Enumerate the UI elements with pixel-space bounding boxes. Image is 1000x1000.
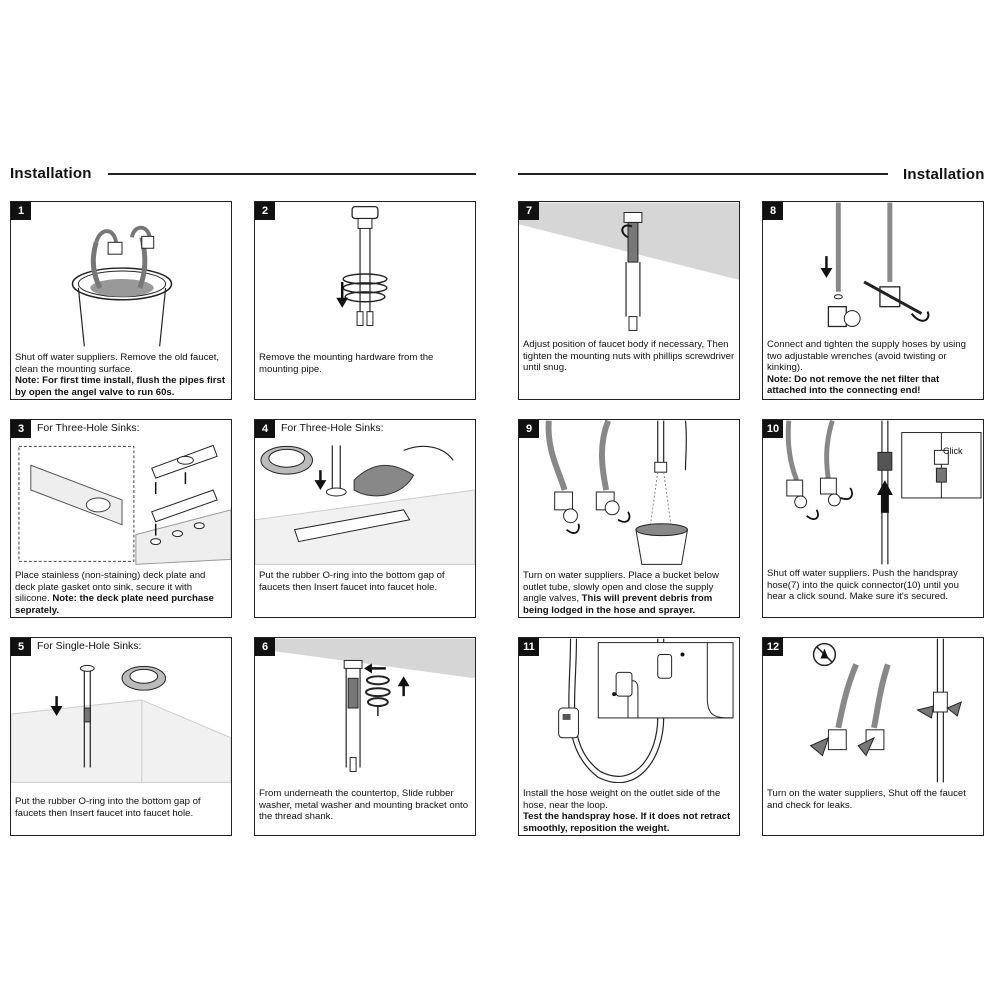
step-5-subtitle: For Single-Hole Sinks: (37, 640, 142, 652)
step-10-illustration (763, 420, 983, 565)
step-10-panel: 10 Click Shut off water suppliers. Push … (762, 419, 984, 618)
step-7-illustration (519, 202, 739, 337)
step-6-caption: From underneath the countertop, Slide ru… (259, 788, 472, 823)
step-11-caption: Install the hose weight on the outlet si… (523, 788, 736, 834)
step-11-illustration (519, 638, 739, 783)
step-4-subtitle: For Three-Hole Sinks: (281, 422, 384, 434)
step-10-text: Shut off water suppliers. Push the hands… (767, 568, 959, 603)
step-6-illustration (255, 638, 475, 783)
step-8-illustration (763, 202, 983, 337)
step-2-caption: Remove the mounting hardware from the mo… (259, 352, 472, 375)
step-10-number: 10 (763, 420, 783, 438)
step-1-text: Shut off water suppliers. Remove the old… (15, 352, 220, 375)
step-2-text: Remove the mounting hardware from the mo… (259, 352, 434, 375)
step-4-text: Put the rubber O-ring into the bottom ga… (259, 570, 445, 593)
step-4-number: 4 (255, 420, 275, 438)
step-11-text: Install the hose weight on the outlet si… (523, 788, 721, 811)
step-5-caption: Put the rubber O-ring into the bottom ga… (15, 796, 228, 819)
left-header-title: Installation (10, 165, 92, 182)
step-7-number: 7 (519, 202, 539, 220)
step-1-number: 1 (11, 202, 31, 220)
step-1-caption: Shut off water suppliers. Remove the old… (15, 352, 228, 398)
step-11-note: Test the handspray hose. If it does not … (523, 811, 731, 834)
step-10-caption: Shut off water suppliers. Push the hands… (767, 568, 980, 603)
step-5-number: 5 (11, 638, 31, 656)
step-9-number: 9 (519, 420, 539, 438)
step-12-panel: 12 Turn on the water suppliers, Shut off… (762, 637, 984, 836)
step-3-caption: Place stainless (non-staining) deck plat… (15, 570, 228, 616)
step-7-caption: Adjust position of faucet body if necess… (523, 339, 736, 374)
step-6-number: 6 (255, 638, 275, 656)
right-header-title: Installation (903, 166, 985, 183)
step-1-panel: 1 Shut off water suppliers. Remove the o… (10, 201, 232, 400)
step-8-note: Note: Do not remove the net filter that … (767, 373, 940, 397)
step-5-illustration (11, 638, 231, 783)
right-header-rule (518, 173, 888, 175)
step-9-caption: Turn on water suppliers. Place a bucket … (523, 570, 736, 616)
step-3-subtitle: For Three-Hole Sinks: (37, 422, 140, 434)
step-9-illustration (519, 420, 739, 565)
step-3-text: Place stainless (non-staining) deck plat… (15, 570, 206, 605)
step-11-number: 11 (519, 638, 539, 656)
step-6-panel: 6 From underneath the countertop, Slide … (254, 637, 476, 836)
click-callout-label: Click (943, 446, 963, 456)
step-9-text: Turn on water suppliers. Place a bucket … (523, 570, 719, 605)
step-12-number: 12 (763, 638, 783, 656)
step-2-illustration (255, 202, 475, 347)
step-2-number: 2 (255, 202, 275, 220)
step-11-panel: 11 Install the hose weight on the outlet… (518, 637, 740, 836)
step-8-number: 8 (763, 202, 783, 220)
step-3-number: 3 (11, 420, 31, 438)
step-6-text: From underneath the countertop, Slide ru… (259, 788, 469, 823)
step-1-illustration (11, 202, 231, 347)
step-9-note: This will prevent debris from being lodg… (523, 593, 713, 616)
step-3-note: Note: the deck plate need purchase sepra… (15, 593, 214, 616)
step-2-panel: 2 Remove the mounting hardware from the … (254, 201, 476, 400)
step-7-panel: 7 Adjust position of faucet body if nece… (518, 201, 740, 400)
step-3-panel: 3 For Three-Hole Sinks: Place stainless … (10, 419, 232, 618)
step-5-panel: 5 For Single-Hole Sinks: Put the rubber … (10, 637, 232, 836)
step-1-note: Note: For first time install, flush the … (15, 375, 226, 398)
step-12-illustration (763, 638, 983, 783)
step-3-illustration (11, 420, 231, 565)
step-4-caption: Put the rubber O-ring into the bottom ga… (259, 570, 472, 593)
step-9-panel: 9 Turn on water suppliers. Place a bucke… (518, 419, 740, 618)
left-header-rule (108, 173, 476, 175)
step-7-text: Adjust position of faucet body if necess… (523, 339, 735, 374)
step-12-caption: Turn on the water suppliers, Shut off th… (767, 788, 980, 811)
step-8-text: Connect and tighten the supply hoses by … (767, 339, 966, 374)
step-4-illustration (255, 420, 475, 565)
step-8-panel: 8 Connect and tighten the supply hoses b… (762, 201, 984, 400)
step-12-text: Turn on the water suppliers, Shut off th… (767, 788, 966, 811)
step-4-panel: 4 For Three-Hole Sinks: Put the rubber O… (254, 419, 476, 618)
step-5-text: Put the rubber O-ring into the bottom ga… (15, 796, 201, 819)
step-8-caption: Connect and tighten the supply hoses by … (767, 339, 980, 397)
